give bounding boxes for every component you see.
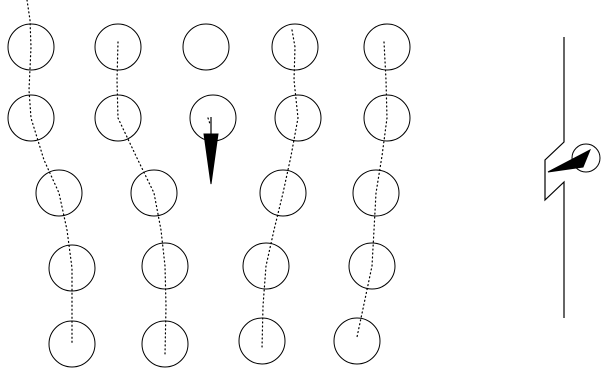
disk bbox=[49, 321, 95, 367]
disk bbox=[36, 170, 82, 216]
disk-row-4 bbox=[49, 243, 395, 291]
disk bbox=[131, 170, 177, 216]
disk bbox=[49, 245, 95, 291]
disk-array bbox=[8, 24, 410, 367]
disk bbox=[334, 318, 380, 364]
disk-row-1 bbox=[8, 24, 410, 70]
trajectory-1 bbox=[27, 0, 72, 344]
disk bbox=[239, 318, 285, 364]
trajectory-2 bbox=[117, 42, 166, 354]
wall-notch-with-disk-and-arrow-icon bbox=[545, 37, 600, 318]
disk-row-3 bbox=[36, 170, 399, 216]
arrow-head bbox=[204, 134, 218, 184]
arrow-down-icon bbox=[204, 117, 218, 184]
wall-line bbox=[545, 37, 564, 318]
disk bbox=[142, 321, 188, 367]
disk bbox=[8, 95, 54, 141]
disk bbox=[8, 24, 54, 70]
inset-arrow bbox=[548, 150, 590, 172]
trajectory-5 bbox=[208, 118, 210, 124]
disk bbox=[183, 24, 229, 70]
trajectory-4 bbox=[357, 42, 387, 337]
disk bbox=[364, 24, 410, 70]
trajectory-3 bbox=[262, 30, 298, 348]
disk-row-5 bbox=[49, 318, 380, 367]
trajectory-set bbox=[27, 0, 387, 354]
